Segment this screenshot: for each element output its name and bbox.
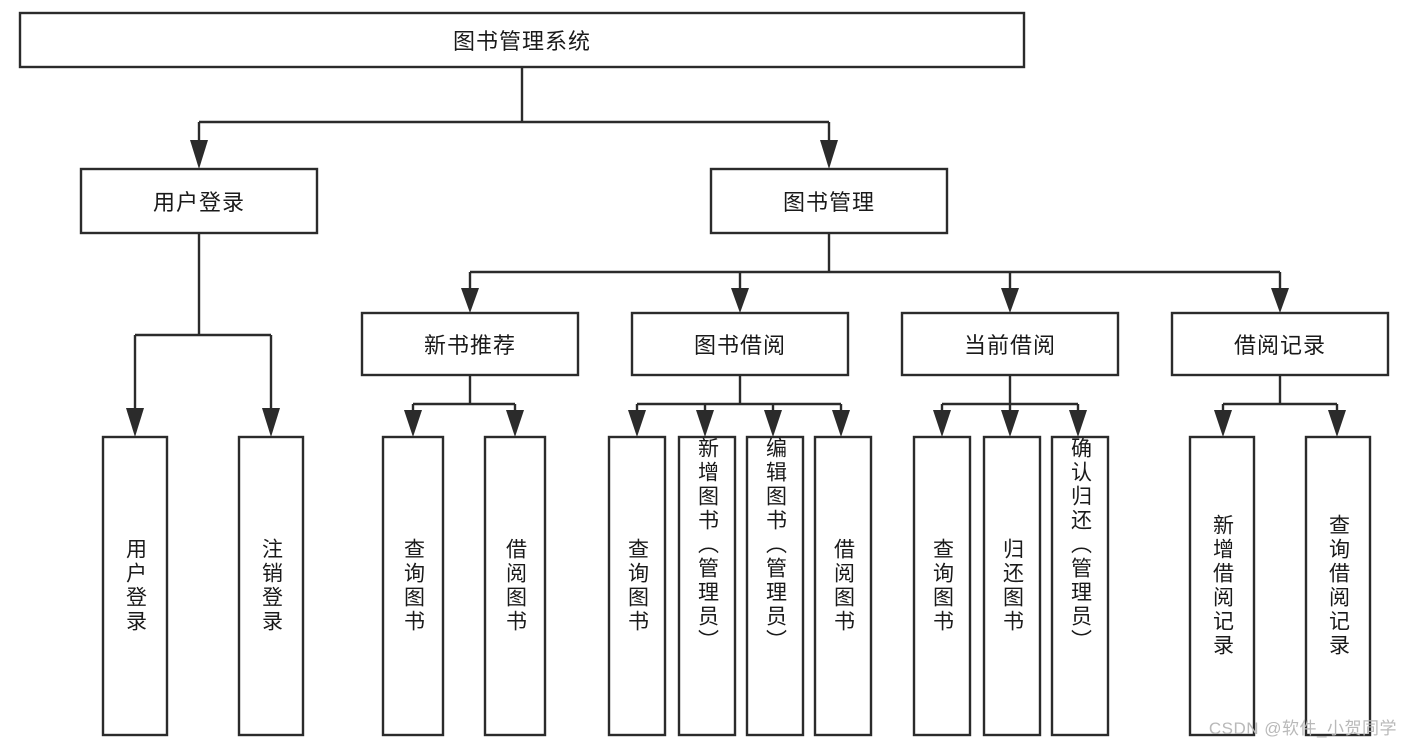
- arrow-head-bookborrow: [731, 288, 749, 313]
- connector-group-newbook: [404, 375, 524, 437]
- leaf-box-user-login-2[interactable]: [237, 435, 305, 737]
- arrow-head-currentborrow-leaf-3: [1069, 410, 1087, 437]
- arrow-head-userlogin: [190, 140, 208, 169]
- node-box-book-management[interactable]: [709, 167, 949, 235]
- node-box-current-borrow[interactable]: [900, 311, 1120, 377]
- arrow-head-borrowrecord: [1271, 288, 1289, 313]
- leaf-box-borrow-record-2[interactable]: [1304, 435, 1372, 737]
- arrow-head-currentborrow-leaf-1: [933, 410, 951, 437]
- arrow-head-bookborrow-leaf-1: [628, 410, 646, 437]
- leaf-box-new-book-1[interactable]: [381, 435, 445, 737]
- arrow-head-bookborrow-leaf-2: [696, 410, 714, 437]
- leaf-box-book-borrow-3[interactable]: [745, 435, 805, 737]
- arrow-head-bookmgmt: [820, 140, 838, 169]
- node-box-user-login[interactable]: [79, 167, 319, 235]
- leaf-box-user-login-1[interactable]: [101, 435, 169, 737]
- leaf-box-current-borrow-2[interactable]: [982, 435, 1042, 737]
- connector-group-bookborrow: [628, 375, 850, 437]
- leaf-box-borrow-record-1[interactable]: [1188, 435, 1256, 737]
- node-box-new-book-recommend[interactable]: [360, 311, 580, 377]
- node-box-root[interactable]: [18, 11, 1026, 69]
- arrow-head-bookborrow-leaf-4: [832, 410, 850, 437]
- arrow-head-newbook-leaf-1: [404, 410, 422, 437]
- arrow-head-leaf-user-logout: [262, 408, 280, 437]
- leaf-box-current-borrow-3[interactable]: [1050, 435, 1110, 737]
- arrow-head-newbook: [461, 288, 479, 313]
- node-box-borrow-record[interactable]: [1170, 311, 1390, 377]
- connector-group-borrowrecord: [1214, 375, 1346, 437]
- arrow-head-newbook-leaf-2: [506, 410, 524, 437]
- arrow-head-leaf-user-login: [126, 408, 144, 437]
- watermark-text: CSDN @软件_小贺同学: [1208, 719, 1397, 738]
- arrow-head-currentborrow: [1001, 288, 1019, 313]
- node-box-book-borrow[interactable]: [630, 311, 850, 377]
- arrow-head-borrowrecord-leaf-1: [1214, 410, 1232, 437]
- leaf-box-new-book-2[interactable]: [483, 435, 547, 737]
- leaf-box-book-borrow-1[interactable]: [607, 435, 667, 737]
- connector-group-root: [190, 67, 838, 169]
- arrow-head-currentborrow-leaf-2: [1001, 410, 1019, 437]
- arrow-head-borrowrecord-leaf-2: [1328, 410, 1346, 437]
- leaf-box-book-borrow-4[interactable]: [813, 435, 873, 737]
- leaf-box-book-borrow-2[interactable]: [677, 435, 737, 737]
- connector-group-currentborrow: [933, 375, 1087, 437]
- connector-group-userlogin: [126, 233, 280, 437]
- leaf-box-current-borrow-1[interactable]: [912, 435, 972, 737]
- arrow-head-bookborrow-leaf-3: [764, 410, 782, 437]
- connector-group-bookmgmt: [461, 233, 1289, 313]
